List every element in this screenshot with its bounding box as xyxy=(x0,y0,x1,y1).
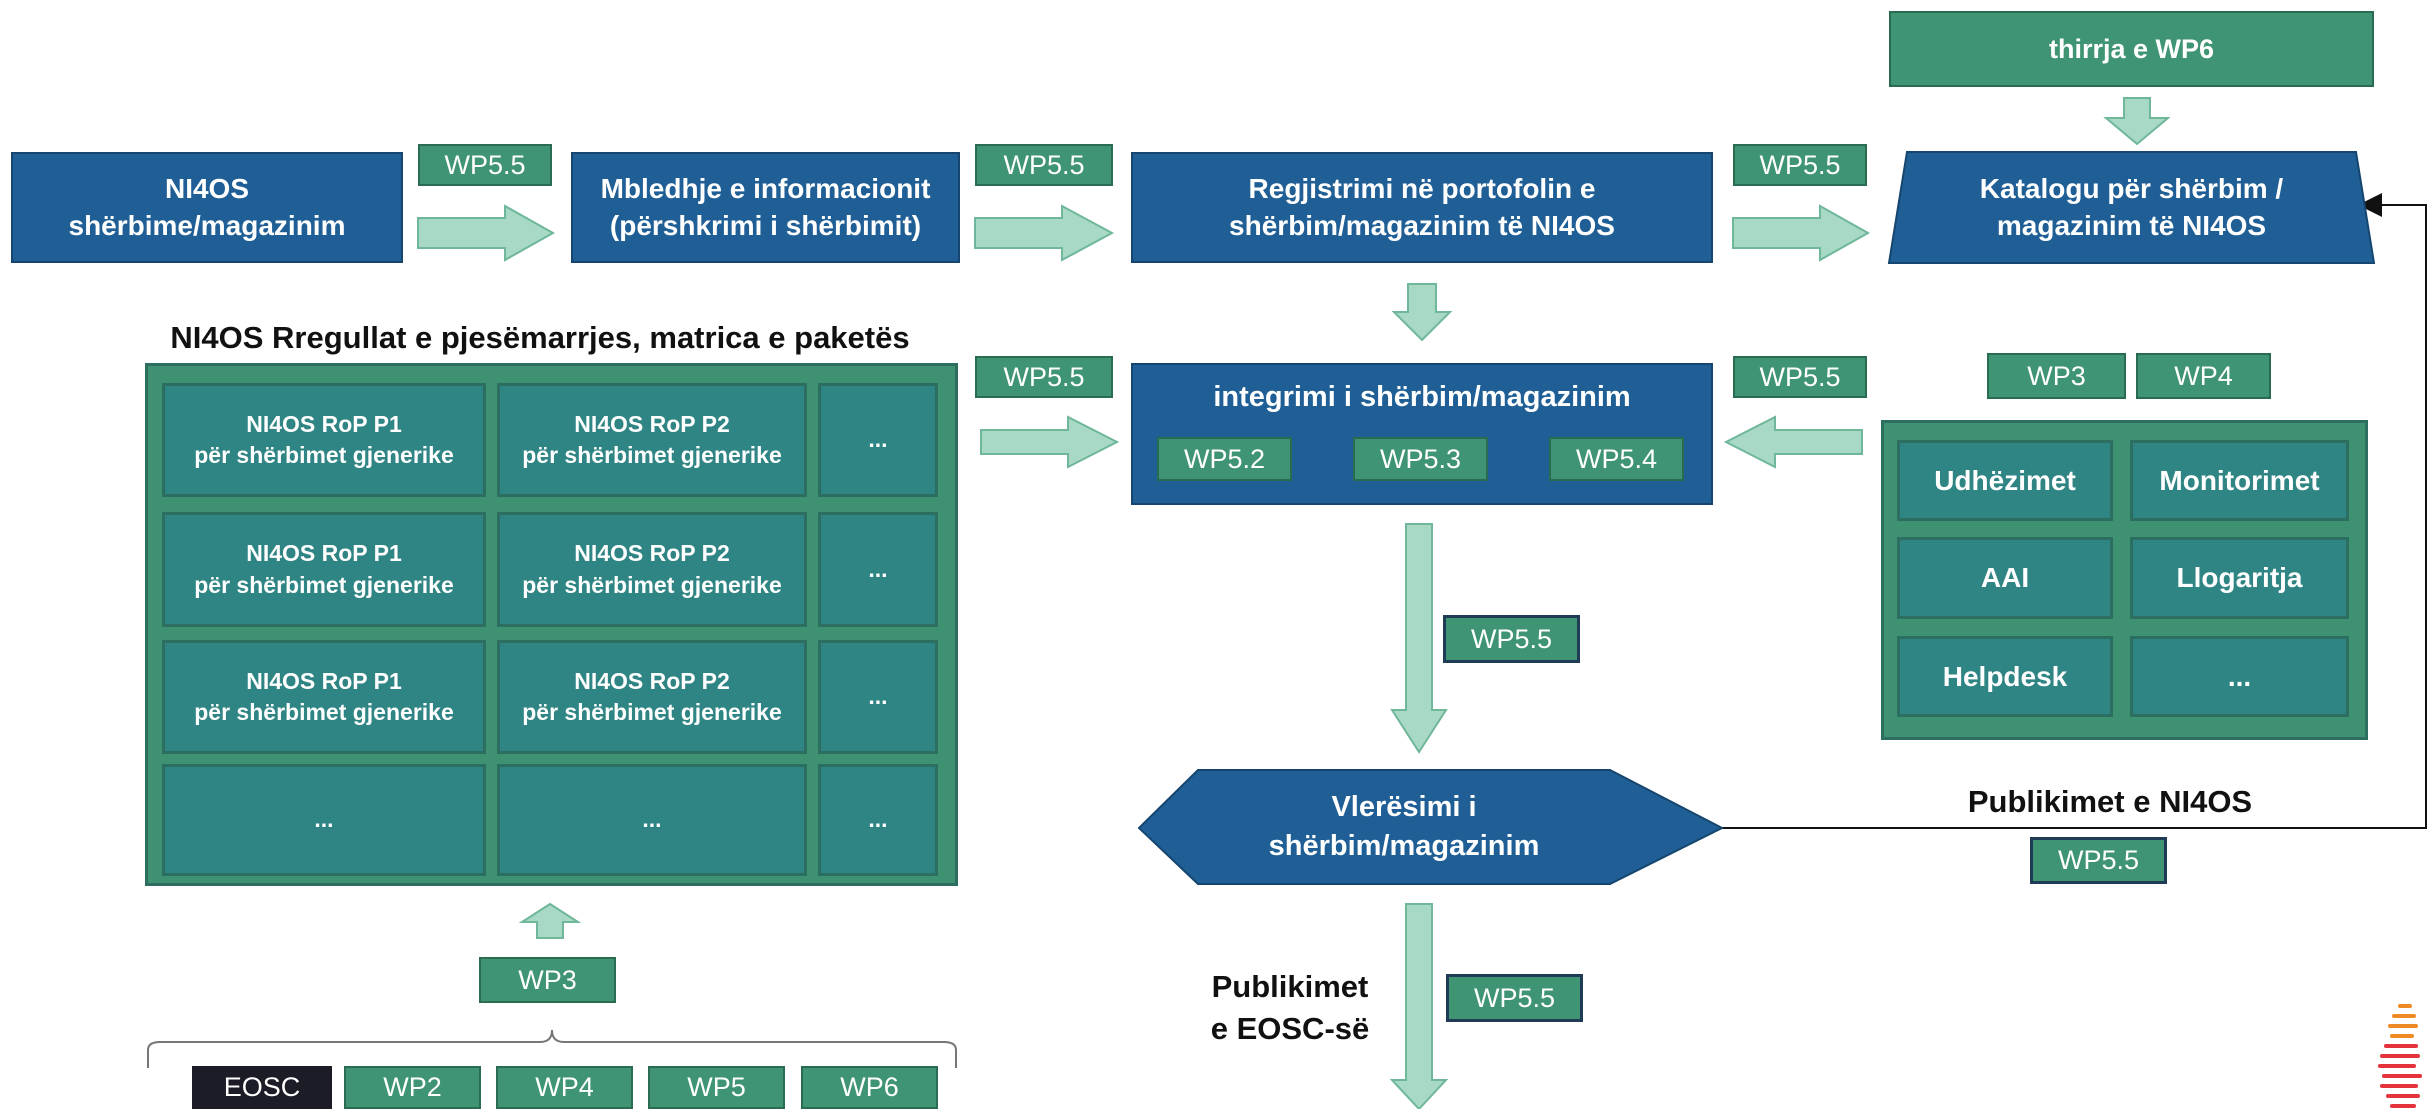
rules-cell-r3-p2-line2: për shërbimet gjenerike xyxy=(522,699,782,725)
support-tag-wp3: WP3 xyxy=(1987,353,2126,399)
rules-cell-r3-p1: NI4OS RoP P1 për shërbimet gjenerike xyxy=(162,640,486,754)
contributor-wp2: WP2 xyxy=(344,1066,481,1109)
rules-cell-r3-p2: NI4OS RoP P2 për shërbimet gjenerike xyxy=(497,640,807,754)
register-line-1: Regjistrimi në portofolin e xyxy=(1248,173,1596,205)
source-line-2: shërbime/magazinim xyxy=(68,209,346,241)
rules-cell-r2-p2-line2: për shërbimet gjenerike xyxy=(522,571,782,598)
tag-wp5-5-publications: WP5.5 xyxy=(2030,837,2167,884)
support-cell-helpdesk: Helpdesk xyxy=(1897,636,2113,717)
rules-cell-r2-p1-line2: për shërbimet gjenerike xyxy=(194,571,454,598)
support-cell-more: ... xyxy=(2130,636,2349,717)
tag-wp5-5-top-1: WP5.5 xyxy=(418,144,552,186)
arrow-register-to-catalog xyxy=(1732,204,1871,262)
arrow-integration-to-evaluation xyxy=(1390,523,1448,754)
evaluation-box xyxy=(1137,769,1725,885)
portfolio-registration-box: Regjistrimi në portofolin e shërbim/maga… xyxy=(1131,152,1713,263)
rules-cell-r1-p2-line2: për shërbimet gjenerike xyxy=(522,442,782,468)
rules-cell-r1-p1-line2: për shërbimet gjenerike xyxy=(194,442,454,468)
arrow-wp3-to-rules xyxy=(518,902,582,939)
contributor-wp5: WP5 xyxy=(648,1066,785,1109)
evaluation-line-1: Vlerësimi i xyxy=(1331,790,1477,823)
contributors-brace xyxy=(147,1029,957,1068)
eosc-publications-label: Publikimet e EOSC-së xyxy=(1180,966,1400,1050)
wp6-call-box: thirrja e WP6 xyxy=(1889,11,2374,87)
arrow-collect-to-register xyxy=(974,204,1115,262)
arrow-register-to-integration xyxy=(1391,283,1453,342)
catalog-box xyxy=(1887,151,2376,264)
catalog-line-1: Katalogu për shërbim / xyxy=(1979,173,2284,205)
rules-cell-r2-p2: NI4OS RoP P2 për shërbimet gjenerike xyxy=(497,512,807,627)
rules-cell-r4-c3: ... xyxy=(818,764,938,876)
eosc-publications-line-2: e EOSC-së xyxy=(1210,1010,1370,1046)
publications-ni4os-label: Publikimet e NI4OS xyxy=(1967,784,2253,819)
arrow-source-to-collect xyxy=(417,204,556,262)
feedback-line-evaluation-to-catalog xyxy=(1722,193,2427,829)
rules-cell-r3-p1-line2: për shërbimet gjenerike xyxy=(194,699,454,725)
tag-wp5-5-top-2: WP5.5 xyxy=(975,144,1113,186)
support-cell-aai: AAI xyxy=(1897,537,2113,619)
collect-info-box: Mbledhje e informacionit (përshkrimi i s… xyxy=(571,152,960,263)
tag-wp3-rules: WP3 xyxy=(479,957,616,1003)
tag-wp5-5-eosc: WP5.5 xyxy=(1446,974,1583,1022)
rules-cell-r4-c1: ... xyxy=(162,764,486,876)
support-tag-wp4: WP4 xyxy=(2136,353,2271,399)
eosc-publications-line-1: Publikimet xyxy=(1211,969,1369,1004)
integration-tag-wp5-2: WP5.2 xyxy=(1157,437,1292,481)
collect-line-1: Mbledhje e informacionit xyxy=(600,173,931,205)
rules-cell-r4-c2: ... xyxy=(497,764,807,876)
rules-cell-r3-p1-line1: NI4OS RoP P1 xyxy=(246,667,402,694)
rules-cell-r1-more: ... xyxy=(818,383,938,497)
rules-cell-r2-more: ... xyxy=(818,512,938,627)
integration-box: integrimi i shërbim/magazinim xyxy=(1131,363,1713,505)
support-cell-monitoring: Monitorimet xyxy=(2130,440,2349,521)
evaluation-line-2: shërbim/magazinim xyxy=(1268,830,1540,862)
arrow-support-to-integration xyxy=(1723,415,1863,469)
rules-cell-r2-p1-line1: NI4OS RoP P1 xyxy=(246,540,402,567)
register-line-2: shërbim/magazinim të NI4OS xyxy=(1229,209,1615,241)
rules-cell-r3-more: ... xyxy=(818,640,938,754)
tag-wp5-5-integration-left: WP5.5 xyxy=(975,356,1113,398)
rules-cell-r1-p1-line1: NI4OS RoP P1 xyxy=(246,410,402,437)
source-services-box: NI4OS shërbime/magazinim xyxy=(11,152,403,263)
tag-wp5-5-integration-right: WP5.5 xyxy=(1733,356,1867,398)
arrow-wp6-call-down xyxy=(2103,97,2171,146)
contributor-wp4: WP4 xyxy=(496,1066,633,1109)
collect-line-2: (përshkrimi i shërbimit) xyxy=(609,209,922,241)
integration-tag-wp5-3: WP5.3 xyxy=(1353,437,1488,481)
rules-cell-r1-p1: NI4OS RoP P1 për shërbimet gjenerike xyxy=(162,383,486,497)
rules-cell-r1-p2: NI4OS RoP P2 për shërbimet gjenerike xyxy=(497,383,807,497)
tag-wp5-5-top-3: WP5.5 xyxy=(1733,144,1867,186)
catalog-line-2: magazinim të NI4OS xyxy=(1996,209,2267,241)
arrow-evaluation-to-eosc xyxy=(1389,903,1449,1109)
rules-cell-r2-p1: NI4OS RoP P1 për shërbimet gjenerike xyxy=(162,512,486,627)
catalog-text: Katalogu për shërbim / magazinim të NI4O… xyxy=(1889,152,2374,263)
contributor-eosc: EOSC xyxy=(192,1066,332,1109)
rules-matrix-title: NI4OS Rregullat e pjesëmarrjes, matrica … xyxy=(170,320,910,355)
source-line-1: NI4OS xyxy=(164,173,250,205)
rules-cell-r3-p2-line1: NI4OS RoP P2 xyxy=(574,667,730,694)
support-cell-accounting: Llogaritja xyxy=(2130,537,2349,619)
ni4os-logo-icon xyxy=(2378,1004,2422,1108)
integration-title: integrimi i shërbim/magazinim xyxy=(1213,381,1631,413)
support-cell-guidelines: Udhëzimet xyxy=(1897,440,2113,521)
contributor-wp6: WP6 xyxy=(801,1066,938,1109)
rules-cell-r2-p2-line1: NI4OS RoP P2 xyxy=(574,540,730,567)
rules-cell-r1-p2-line1: NI4OS RoP P2 xyxy=(574,410,730,437)
arrow-rules-to-integration xyxy=(980,415,1120,469)
tag-wp5-5-integration-down: WP5.5 xyxy=(1443,615,1580,663)
integration-tag-wp5-4: WP5.4 xyxy=(1549,437,1684,481)
evaluation-text: Vlerësimi i shërbim/magazinim xyxy=(1198,770,1610,884)
